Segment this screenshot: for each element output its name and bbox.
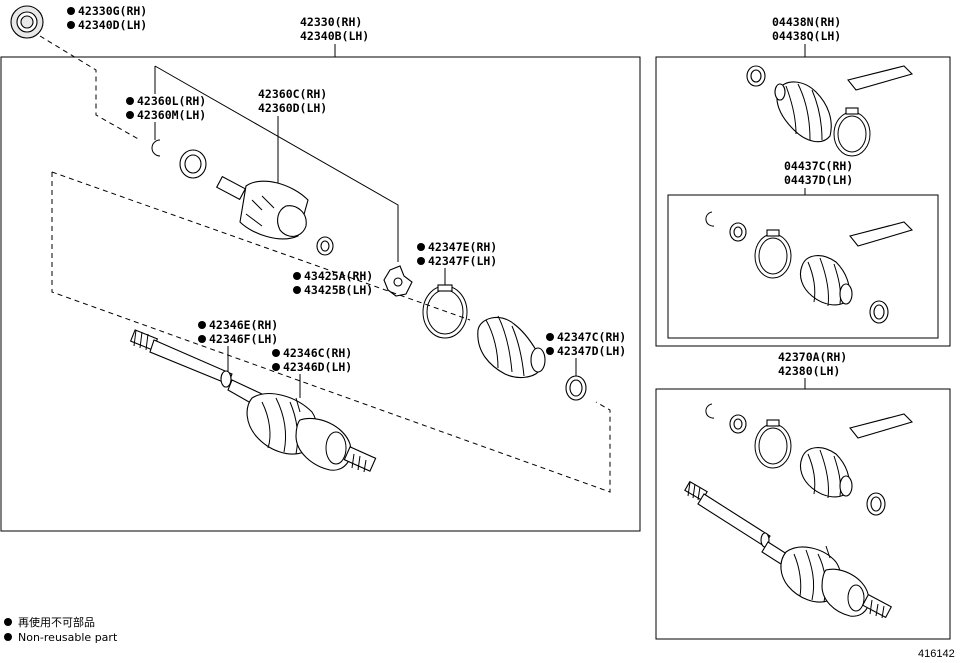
non-reusable-marker	[546, 347, 554, 355]
part-number-label[interactable]: 04437C(RH)	[784, 159, 853, 173]
kit-clamp-large-part[interactable]	[754, 229, 792, 279]
part-number-label[interactable]: 42360D(LH)	[258, 101, 327, 115]
part-number-label[interactable]: 42340D(LH)	[78, 18, 147, 32]
kit-small-clamp-part[interactable]	[869, 300, 889, 324]
non-reusable-marker	[126, 97, 134, 105]
assy-grease-pack-part[interactable]	[849, 413, 914, 439]
part-number-label[interactable]: 42346F(LH)	[209, 332, 278, 346]
non-reusable-marker	[4, 633, 12, 641]
part-number-label[interactable]: 43425A(RH)	[304, 269, 373, 283]
part-number-label[interactable]: 42347C(RH)	[557, 330, 626, 344]
kit-large-clamp-part[interactable]	[833, 107, 871, 157]
leader-line	[39, 35, 141, 141]
part-number-label[interactable]: 42340B(LH)	[300, 29, 369, 43]
kit-inner-boot-part[interactable]	[799, 255, 853, 307]
assy-bearing-part[interactable]	[729, 414, 747, 434]
inboard-boot-part[interactable]	[477, 315, 546, 379]
legend-jp-text: 再使用不可部品	[18, 615, 95, 629]
non-reusable-marker	[67, 21, 75, 29]
non-reusable-marker	[546, 333, 554, 341]
inboard-joint-housing-part[interactable]	[215, 175, 309, 240]
part-number-label[interactable]: 04437D(LH)	[784, 173, 853, 187]
non-reusable-marker	[4, 618, 12, 626]
boot-kit-frame	[655, 56, 951, 347]
drawing-number: 416142	[918, 648, 955, 660]
part-number-label[interactable]: 42330(RH)	[300, 15, 362, 29]
part-number-label[interactable]: 43425B(LH)	[304, 283, 373, 297]
non-reusable-marker	[272, 363, 280, 371]
assy-small-clamp-part[interactable]	[866, 492, 886, 516]
legend-en-text: Non-reusable part	[18, 631, 118, 644]
part-number-label[interactable]: 42346E(RH)	[209, 318, 278, 332]
inner-boot-kit-frame	[667, 194, 939, 339]
grease-pack-part[interactable]	[847, 65, 914, 91]
kit-boot-part[interactable]	[774, 81, 832, 143]
assy-clamp-large-part[interactable]	[754, 419, 792, 469]
assy-boot-part[interactable]	[799, 447, 853, 499]
part-number-label[interactable]: 04438Q(LH)	[772, 29, 841, 43]
snap-ring-part[interactable]	[151, 139, 161, 157]
non-reusable-marker	[293, 272, 301, 280]
part-number-label[interactable]: 42346C(RH)	[283, 346, 352, 360]
kit-snap-ring-part[interactable]	[705, 211, 715, 227]
non-reusable-marker	[67, 7, 75, 15]
oil-seal-part[interactable]	[10, 5, 44, 39]
non-reusable-marker	[293, 286, 301, 294]
part-number-label[interactable]: 42370A(RH)	[778, 350, 847, 364]
drive-shaft-part[interactable]	[129, 329, 263, 407]
kit-grease-pack-part[interactable]	[849, 221, 914, 247]
kit-bearing-part[interactable]	[729, 222, 747, 242]
boot-clamp-part[interactable]	[422, 284, 468, 339]
leader-line	[154, 65, 399, 262]
non-reusable-marker	[272, 349, 280, 357]
shaft-assembly-frame	[655, 388, 951, 640]
clip-ring-part[interactable]	[316, 236, 334, 256]
part-number-label[interactable]: 42347D(LH)	[557, 344, 626, 358]
subassembly-dashed-outline	[51, 172, 611, 493]
non-reusable-marker	[126, 111, 134, 119]
part-number-label[interactable]: 42347E(RH)	[428, 240, 497, 254]
part-number-label[interactable]: 42360M(LH)	[137, 108, 206, 122]
assy-snap-ring-part[interactable]	[705, 403, 715, 419]
main-assembly-frame	[0, 56, 641, 532]
non-reusable-marker	[417, 257, 425, 265]
subassembly-dashed-outline	[51, 171, 471, 321]
non-reusable-marker	[198, 321, 206, 329]
part-number-label[interactable]: 42330G(RH)	[78, 4, 147, 18]
kit-clamp-part[interactable]	[746, 65, 766, 87]
part-number-label[interactable]: 42347F(LH)	[428, 254, 497, 268]
small-boot-clamp-part[interactable]	[565, 375, 587, 401]
outboard-joint-part[interactable]	[246, 393, 377, 473]
assy-drive-shaft-part[interactable]	[684, 480, 893, 619]
part-number-label[interactable]: 04438N(RH)	[772, 15, 841, 29]
part-number-label[interactable]: 42360L(RH)	[137, 94, 206, 108]
non-reusable-marker	[198, 335, 206, 343]
non-reusable-marker	[417, 243, 425, 251]
spider-assembly-part[interactable]	[383, 265, 413, 297]
bearing-ring-part[interactable]	[179, 149, 207, 179]
part-number-label[interactable]: 42346D(LH)	[283, 360, 352, 374]
part-number-label[interactable]: 42360C(RH)	[258, 87, 327, 101]
part-number-label[interactable]: 42380(LH)	[778, 364, 840, 378]
